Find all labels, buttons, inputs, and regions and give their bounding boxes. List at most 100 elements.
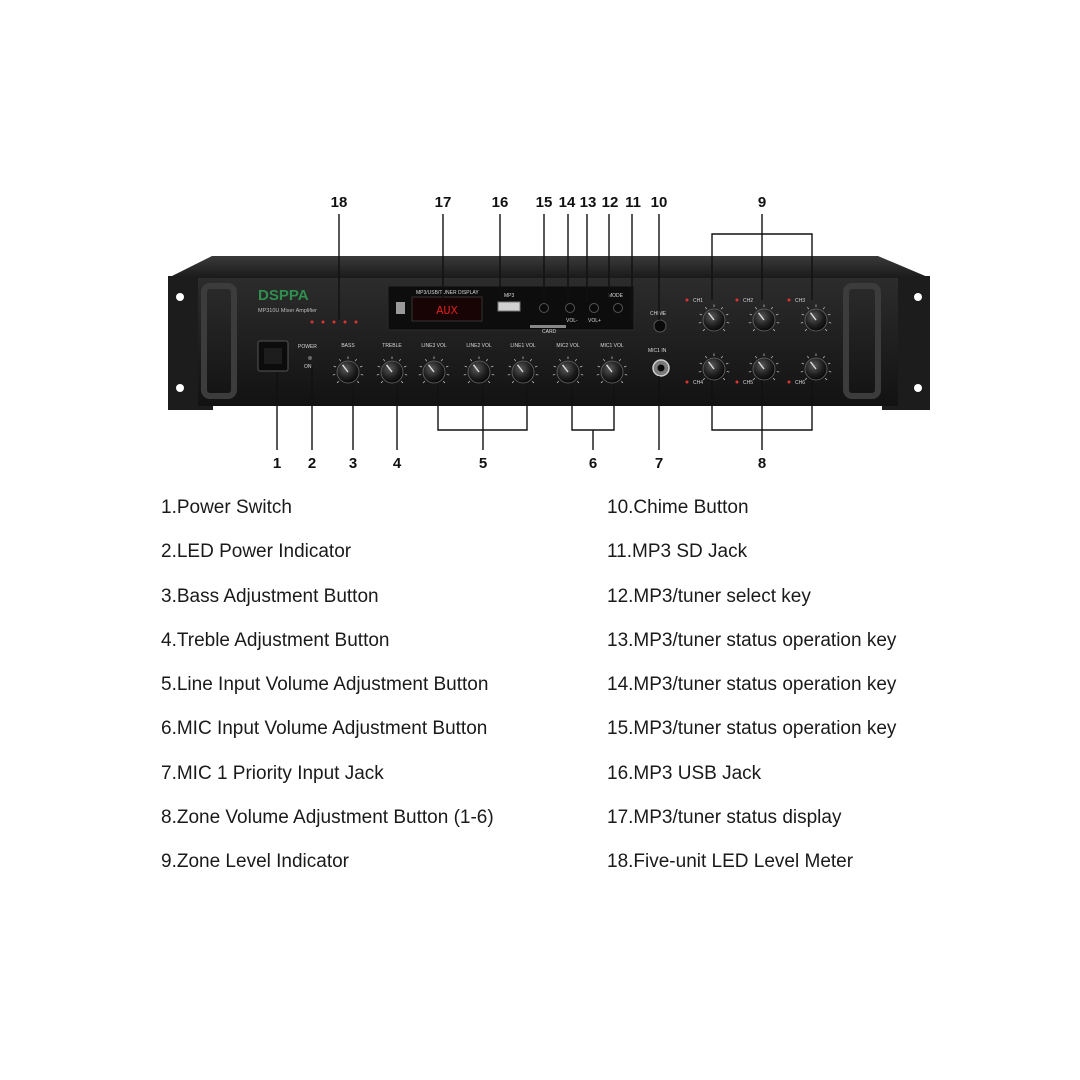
knob-label: LINE1 VOL <box>510 343 536 349</box>
callout-10: 10 <box>651 194 668 211</box>
zone-knob-3[interactable] <box>800 304 832 332</box>
handle-right <box>843 283 881 399</box>
bass-knob[interactable] <box>332 356 364 384</box>
callout-5: 5 <box>479 455 487 472</box>
mic2-vol-knob[interactable] <box>552 356 584 384</box>
line3-vol-knob[interactable] <box>418 356 450 384</box>
handle-left <box>201 283 237 399</box>
on-label: ON <box>304 364 312 370</box>
mp3-key-1[interactable] <box>539 303 549 313</box>
callout-8: 8 <box>758 455 766 472</box>
legend-item: 8.Zone Volume Adjustment Button (1-6) <box>161 807 494 829</box>
vol-plus-label: VOL+ <box>588 318 601 324</box>
legend-item: 16.MP3 USB Jack <box>607 762 762 784</box>
zone-knob-2[interactable] <box>748 304 780 332</box>
knob-label: BASS <box>341 343 355 349</box>
callout-2: 2 <box>308 455 316 472</box>
tone-volume-knobs: BASS TREBLE LINE3 VOL LINE2 VOL LINE1 VOL MIC… <box>332 343 628 384</box>
power-led <box>308 356 312 360</box>
legend-item: 12.MP3/tuner select key <box>607 585 811 607</box>
knob-label: CH5 <box>743 380 753 386</box>
mode-key[interactable] <box>613 303 623 313</box>
legend-item: 6.MIC Input Volume Adjustment Button <box>161 718 488 740</box>
zone-knob-4[interactable] <box>698 353 730 381</box>
callout-7: 7 <box>655 455 663 472</box>
legend-item: 17.MP3/tuner status display <box>607 807 842 829</box>
card-label: CARD <box>542 329 557 335</box>
chassis-top <box>168 256 930 278</box>
legend-item: 9.Zone Level Indicator <box>161 851 350 873</box>
knob-label: CH2 <box>743 298 753 304</box>
model-label: MP310U Mixer Amplifier <box>258 308 317 314</box>
zone-level-led <box>685 298 689 302</box>
zone-knob-5[interactable] <box>748 353 780 381</box>
callout-17: 17 <box>435 194 452 211</box>
mp3-label: MP3 <box>504 293 515 299</box>
knob-label: CH6 <box>795 380 805 386</box>
callout-18: 18 <box>331 194 348 211</box>
legend-item: 4.Treble Adjustment Button <box>161 629 390 651</box>
zone-level-led <box>735 298 739 302</box>
callout-12: 12 <box>602 194 619 211</box>
legend-item: 18.Five-unit LED Level Meter <box>607 851 854 873</box>
legend-item: 5.Line Input Volume Adjustment Button <box>161 674 489 696</box>
zone-level-led <box>735 380 739 384</box>
knob-label: CH1 <box>693 298 703 304</box>
status-display-text: AUX <box>436 304 458 318</box>
callout-11: 11 <box>625 194 641 211</box>
callout-4: 4 <box>393 455 402 472</box>
brand-logo: DSPPA <box>258 287 309 304</box>
legend-item: 10.Chime Button <box>607 497 749 518</box>
callout-6: 6 <box>589 455 597 472</box>
legend-item: 14.MP3/tuner status operation key <box>607 674 897 696</box>
knob-label: MIC1 VOL <box>600 343 624 349</box>
callout-3: 3 <box>349 455 357 472</box>
mp3-key-2[interactable] <box>565 303 575 313</box>
led-level-meter <box>310 320 358 324</box>
legend-item: 13.MP3/tuner status operation key <box>607 629 897 651</box>
status-display <box>411 296 483 322</box>
mp3-module-title: MP3/USB/TUNER DISPLAY <box>416 290 479 296</box>
knob-label: LINE2 VOL <box>466 343 492 349</box>
line2-vol-knob[interactable] <box>463 356 495 384</box>
callout-16: 16 <box>492 194 509 211</box>
legend-item: 15.MP3/tuner status operation key <box>607 718 897 740</box>
callout-15: 15 <box>536 194 553 211</box>
callout-14: 14 <box>559 194 576 211</box>
callout-9: 9 <box>758 194 766 211</box>
mic-in-label: MIC1 IN <box>648 348 667 354</box>
vol-minus-label: VOL- <box>566 318 578 324</box>
legend-item: 2.LED Power Indicator <box>161 541 352 563</box>
mp3-key-3[interactable] <box>589 303 599 313</box>
amplifier-front-panel-diagram: DSPPA MP310U Mixer Amplifier MP3/USB/TUN… <box>168 194 930 472</box>
legend-left-column: 1.Power Switch 2.LED Power Indicator 3.B… <box>161 497 601 896</box>
zone-level-led <box>787 298 791 302</box>
zone-knob-6[interactable] <box>800 353 832 381</box>
power-label: POWER <box>298 344 317 350</box>
knob-label: CH4 <box>693 380 703 386</box>
legend-item: 7.MIC 1 Priority Input Jack <box>161 762 384 784</box>
usb-jack[interactable] <box>497 301 521 312</box>
zone-level-led <box>787 380 791 384</box>
legend-right-column: 10.Chime Button 11.MP3 SD Jack 12.MP3/tu… <box>607 497 1047 896</box>
treble-knob[interactable] <box>376 356 408 384</box>
zone-knob-1[interactable] <box>698 304 730 332</box>
chime-button[interactable] <box>653 319 667 333</box>
knob-label: TREBLE <box>382 343 402 349</box>
sd-card-slot[interactable] <box>530 325 566 328</box>
callout-1: 1 <box>273 455 281 472</box>
legend-item: 1.Power Switch <box>161 497 292 518</box>
line1-vol-knob[interactable] <box>507 356 539 384</box>
knob-label: LINE3 VOL <box>421 343 447 349</box>
knob-label: CH3 <box>795 298 805 304</box>
callout-leaders <box>276 214 813 450</box>
legend-item: 11.MP3 SD Jack <box>607 541 748 563</box>
mic1-vol-knob[interactable] <box>596 356 628 384</box>
legend-item: 3.Bass Adjustment Button <box>161 585 379 607</box>
zone-level-led <box>685 380 689 384</box>
mode-label: MODE <box>608 293 624 299</box>
callout-13: 13 <box>580 194 597 211</box>
bluetooth-icon <box>396 302 405 314</box>
knob-label: MIC2 VOL <box>556 343 580 349</box>
